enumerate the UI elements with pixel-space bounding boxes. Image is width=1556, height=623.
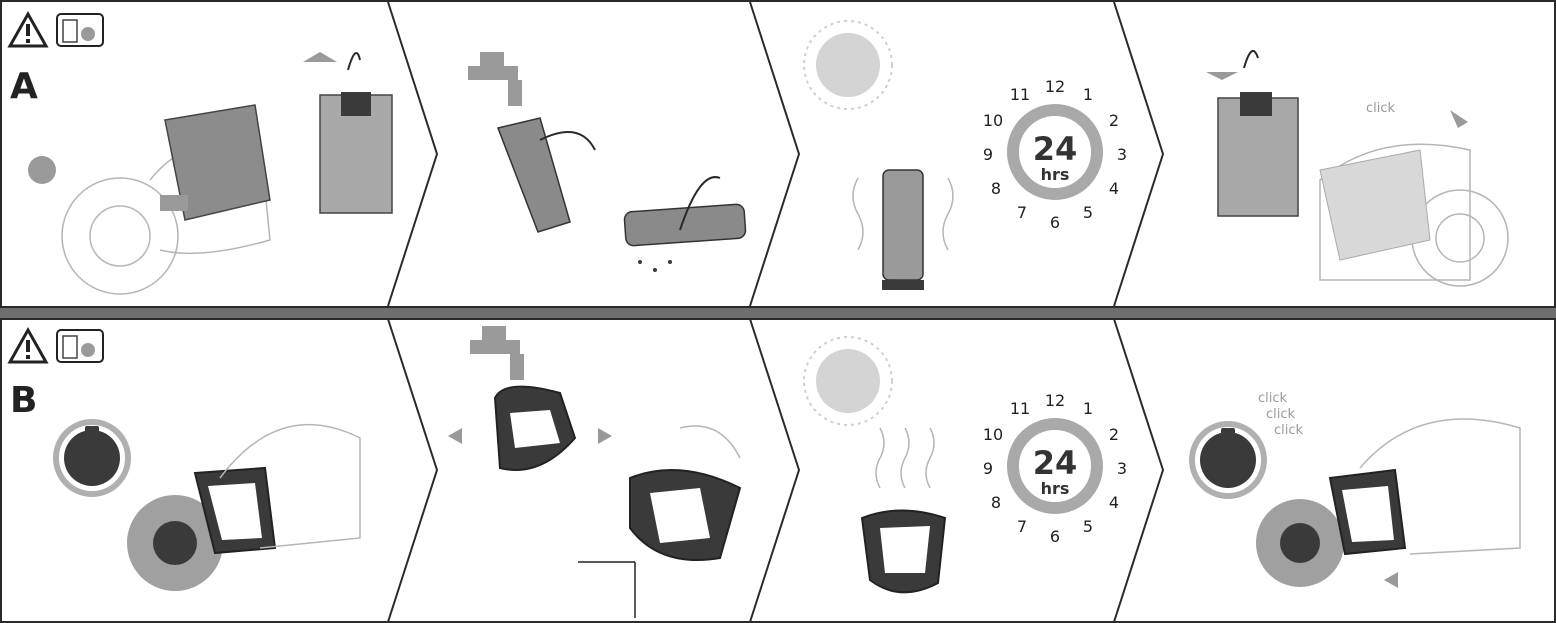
panel-a3-dry-filter [803,20,954,290]
panel-separator-a3 [1113,1,1165,307]
clock-number: 2 [1109,425,1119,444]
clock-number: 4 [1109,179,1119,198]
unplug-icon [56,329,104,363]
clock-number: 3 [1117,145,1127,164]
panel-b3-dry-filter [803,336,947,594]
clock-number: 1 [1083,399,1093,418]
clock-number: 2 [1109,111,1119,130]
row-divider [0,308,1556,318]
clock-number: 10 [983,425,1003,444]
clock-number: 8 [991,493,1001,512]
unplug-icon [56,13,104,47]
step-row-b: B [0,318,1556,623]
clock-number: 11 [1010,399,1030,418]
arrow-icon [448,428,462,444]
clock-number: 5 [1083,517,1093,536]
clock-center-value: 24 [1033,444,1078,482]
clock-number: 5 [1083,203,1093,222]
click-label: click [1366,101,1396,116]
row-b-frame [0,318,1556,623]
clock-number: 10 [983,111,1003,130]
panel-separator-a2 [749,1,801,307]
clock-number: 1 [1083,85,1093,104]
panel-a2-rinse-filter [468,52,747,272]
panel-b1-remove-filter [53,419,361,591]
clock-number: 11 [1010,85,1030,104]
clock-number: 8 [991,179,1001,198]
tap-icon [468,52,522,106]
tap-icon [470,326,524,380]
click-label: click [1266,407,1296,422]
clock-number: 7 [1017,203,1027,222]
panel-a4-reassemble: click [1206,49,1509,287]
sun-icon [803,20,893,110]
row-a-frame [0,0,1556,308]
clock-24-hrs-a: 12 1 2 3 4 5 6 7 8 9 10 11 24 hrs [983,77,1127,232]
panel-a1-remove-cyclone [28,51,393,295]
unlock-icon [53,419,131,497]
row-b-illustration: B [0,318,1556,623]
panel-separator-b3 [1113,318,1165,623]
clock-number: 6 [1050,527,1060,546]
clock-number: 6 [1050,213,1060,232]
step-letter-b: B [10,380,37,421]
warning-icon [7,10,49,48]
clock-24-hrs-b: 12 1 2 3 4 5 6 7 8 9 10 11 24 hrs [983,391,1127,546]
clock-center-unit: hrs [1041,165,1070,184]
row-a-illustration: A 12 [0,0,1556,308]
clock-number: 9 [983,459,993,478]
clock-center-unit: hrs [1041,479,1070,498]
arrow-icon [1384,572,1398,588]
step-row-a: A 12 [0,0,1556,308]
panel-b2-rinse-filter [448,326,742,618]
sun-icon [803,336,893,426]
panel-separator-b2 [749,318,801,623]
clock-number: 4 [1109,493,1119,512]
warning-icon [7,326,49,364]
clock-number: 12 [1045,391,1065,410]
panel-separator-b1 [387,318,439,623]
clock-number: 7 [1017,517,1027,536]
clock-center-value: 24 [1033,130,1078,168]
lock-icon [1189,421,1267,499]
click-label: click [1274,423,1304,438]
clock-number: 3 [1117,459,1127,478]
panel-b4-refit-filter: click click click [1189,391,1521,588]
clock-number: 12 [1045,77,1065,96]
click-label: click [1258,391,1288,406]
panel-separator-a1 [387,1,439,307]
step-letter-a: A [10,66,38,107]
clock-number: 9 [983,145,993,164]
arrow-icon [598,428,612,444]
